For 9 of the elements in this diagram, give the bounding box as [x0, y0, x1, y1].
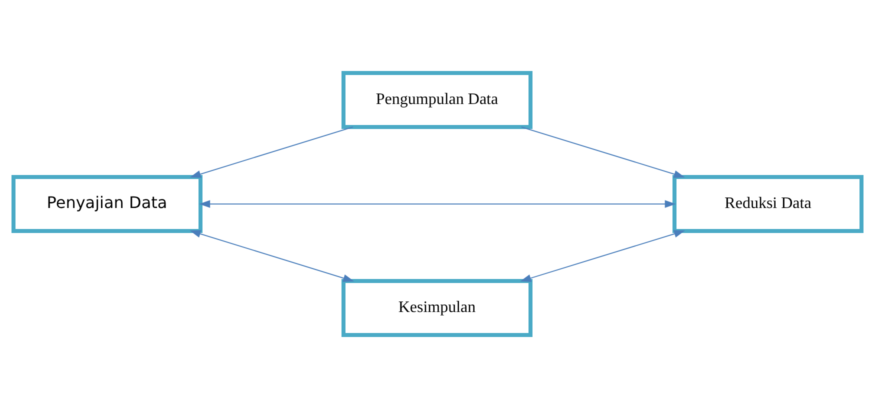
arrow	[520, 230, 685, 282]
arrow	[520, 126, 684, 178]
arrow	[189, 230, 354, 282]
node-box: Penyajian Data	[11, 175, 202, 233]
node-box: Pengumpulan Data	[341, 71, 532, 129]
arrow	[189, 126, 353, 178]
arrow	[198, 200, 676, 208]
node-box: Reduksi Data	[672, 175, 863, 233]
node-box: Kesimpulan	[341, 279, 532, 337]
